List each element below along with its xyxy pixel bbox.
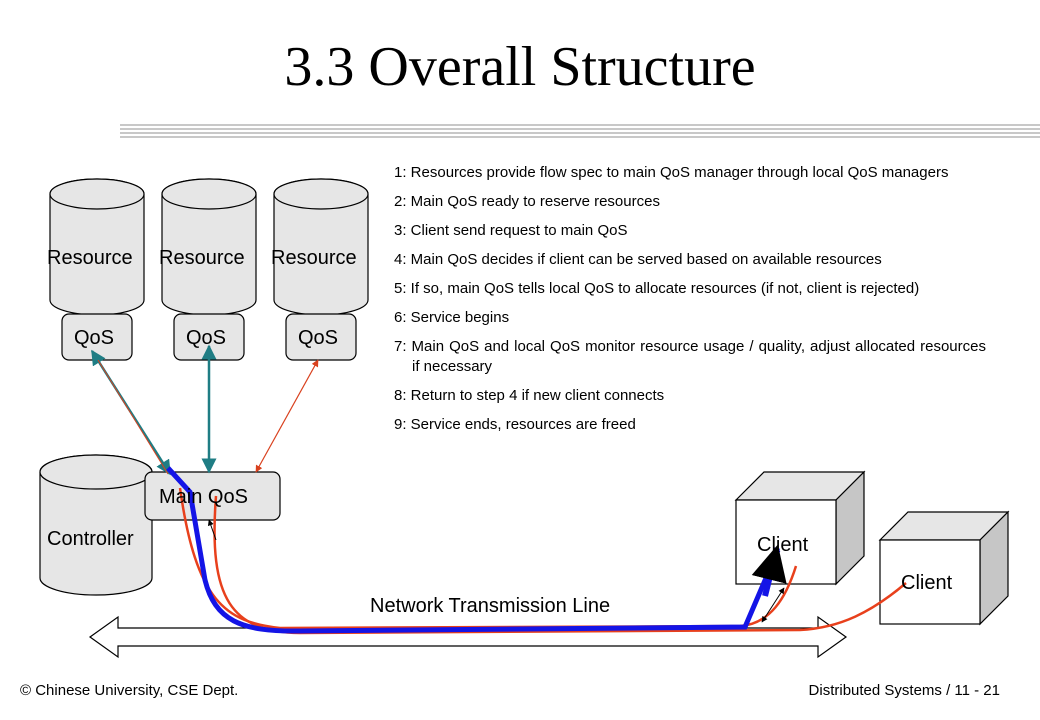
local-qos-label-3: QoS — [298, 327, 339, 349]
footer-left: © Chinese University, CSE Dept. — [20, 682, 239, 699]
local-qos-label-1: QoS — [74, 327, 115, 349]
local-qos-box-3 — [285, 313, 357, 361]
client-cube-1 — [734, 470, 866, 586]
controller-cylinder — [39, 454, 153, 596]
step-item-5: 5: If so, main QoS tells local QoS to al… — [394, 280, 920, 297]
resource-label-1: Resource — [47, 247, 133, 269]
network-transmission-line — [88, 615, 848, 659]
service-flow-blue — [166, 466, 781, 634]
step-item-1: 1: Resources provide flow spec to main Q… — [394, 164, 949, 181]
resource-cylinder-3 — [273, 178, 369, 316]
resource-cylinder-2 — [161, 178, 257, 316]
slide-title: 3.3 Overall Structure — [284, 36, 756, 98]
network-line-label: Network Transmission Line — [370, 595, 611, 617]
controller-label: Controller — [47, 528, 134, 550]
step-item-2: 2: Main QoS ready to reserve resources — [394, 193, 660, 210]
resource-label-2: Resource — [159, 247, 245, 269]
request-arrow-client — [761, 587, 785, 623]
qos-link-red-1 — [97, 359, 169, 475]
client-cube-2 — [878, 510, 1010, 626]
local-qos-label-2: QoS — [186, 327, 227, 349]
resource-cylinder-1 — [49, 178, 145, 316]
title-divider — [120, 124, 1040, 138]
step-item-7: 7: Main QoS and local QoS monitor resour… — [394, 338, 986, 375]
client-label-2: Client — [901, 572, 953, 594]
step-item-3: 3: Client send request to main QoS — [394, 222, 628, 239]
request-arrow-main-qos — [207, 519, 217, 541]
step-item-4: 4: Main QoS decides if client can be ser… — [394, 251, 882, 268]
resource-label-3: Resource — [271, 247, 357, 269]
main-qos-label: Main QoS — [159, 486, 248, 508]
footer-right: Distributed Systems / 11 - 21 — [808, 682, 1000, 699]
step-item-6: 6: Service begins — [394, 309, 510, 326]
client-label-1: Client — [757, 534, 809, 556]
step-item-9: 9: Service ends, resources are freed — [394, 416, 636, 433]
steps-list: 1: Resources provide flow spec to main Q… — [394, 163, 986, 444]
qos-link-red-3 — [255, 359, 319, 473]
step-item-8: 8: Return to step 4 if new client connec… — [394, 387, 665, 404]
